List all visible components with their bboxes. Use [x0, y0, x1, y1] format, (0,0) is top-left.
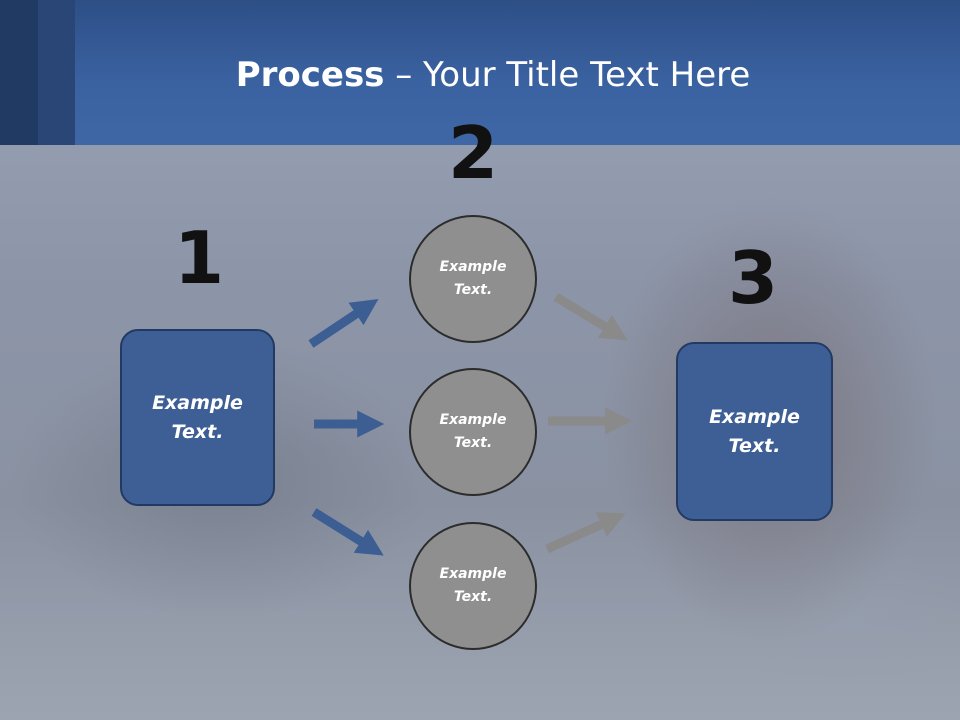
- title-rest: – Your Title Text Here: [384, 55, 751, 95]
- step-2-circle-top: Example Text.: [409, 215, 537, 343]
- step-2-circle-bottom: Example Text.: [409, 522, 537, 650]
- title-bold: Process: [235, 55, 385, 95]
- step-3-text: Example Text.: [709, 405, 800, 457]
- arrow-to-circle-top: [308, 299, 379, 348]
- header-bar: Process – Your Title Text Here: [0, 0, 960, 145]
- circle-top-text: Example Text.: [439, 259, 507, 298]
- arrow-from-circle-bottom: [545, 512, 626, 554]
- circle-middle-text: Example Text.: [439, 412, 507, 451]
- header-corner-mid: [38, 0, 75, 145]
- arrow-to-circle-bottom: [311, 508, 384, 556]
- step-2-circle-middle: Example Text.: [409, 368, 537, 496]
- step-number-1: 1: [173, 216, 225, 300]
- circle-bottom-text: Example Text.: [439, 566, 507, 605]
- step-number-3: 3: [727, 236, 779, 320]
- step-1-box: Example Text.: [120, 329, 275, 506]
- slide-title: Process – Your Title Text Here: [0, 52, 960, 98]
- step-number-2: 2: [447, 111, 499, 195]
- step-1-text: Example Text.: [152, 391, 243, 443]
- step-3-box: Example Text.: [676, 342, 833, 521]
- header-corner-dark: [0, 0, 38, 145]
- arrow-from-circle-top: [553, 293, 628, 341]
